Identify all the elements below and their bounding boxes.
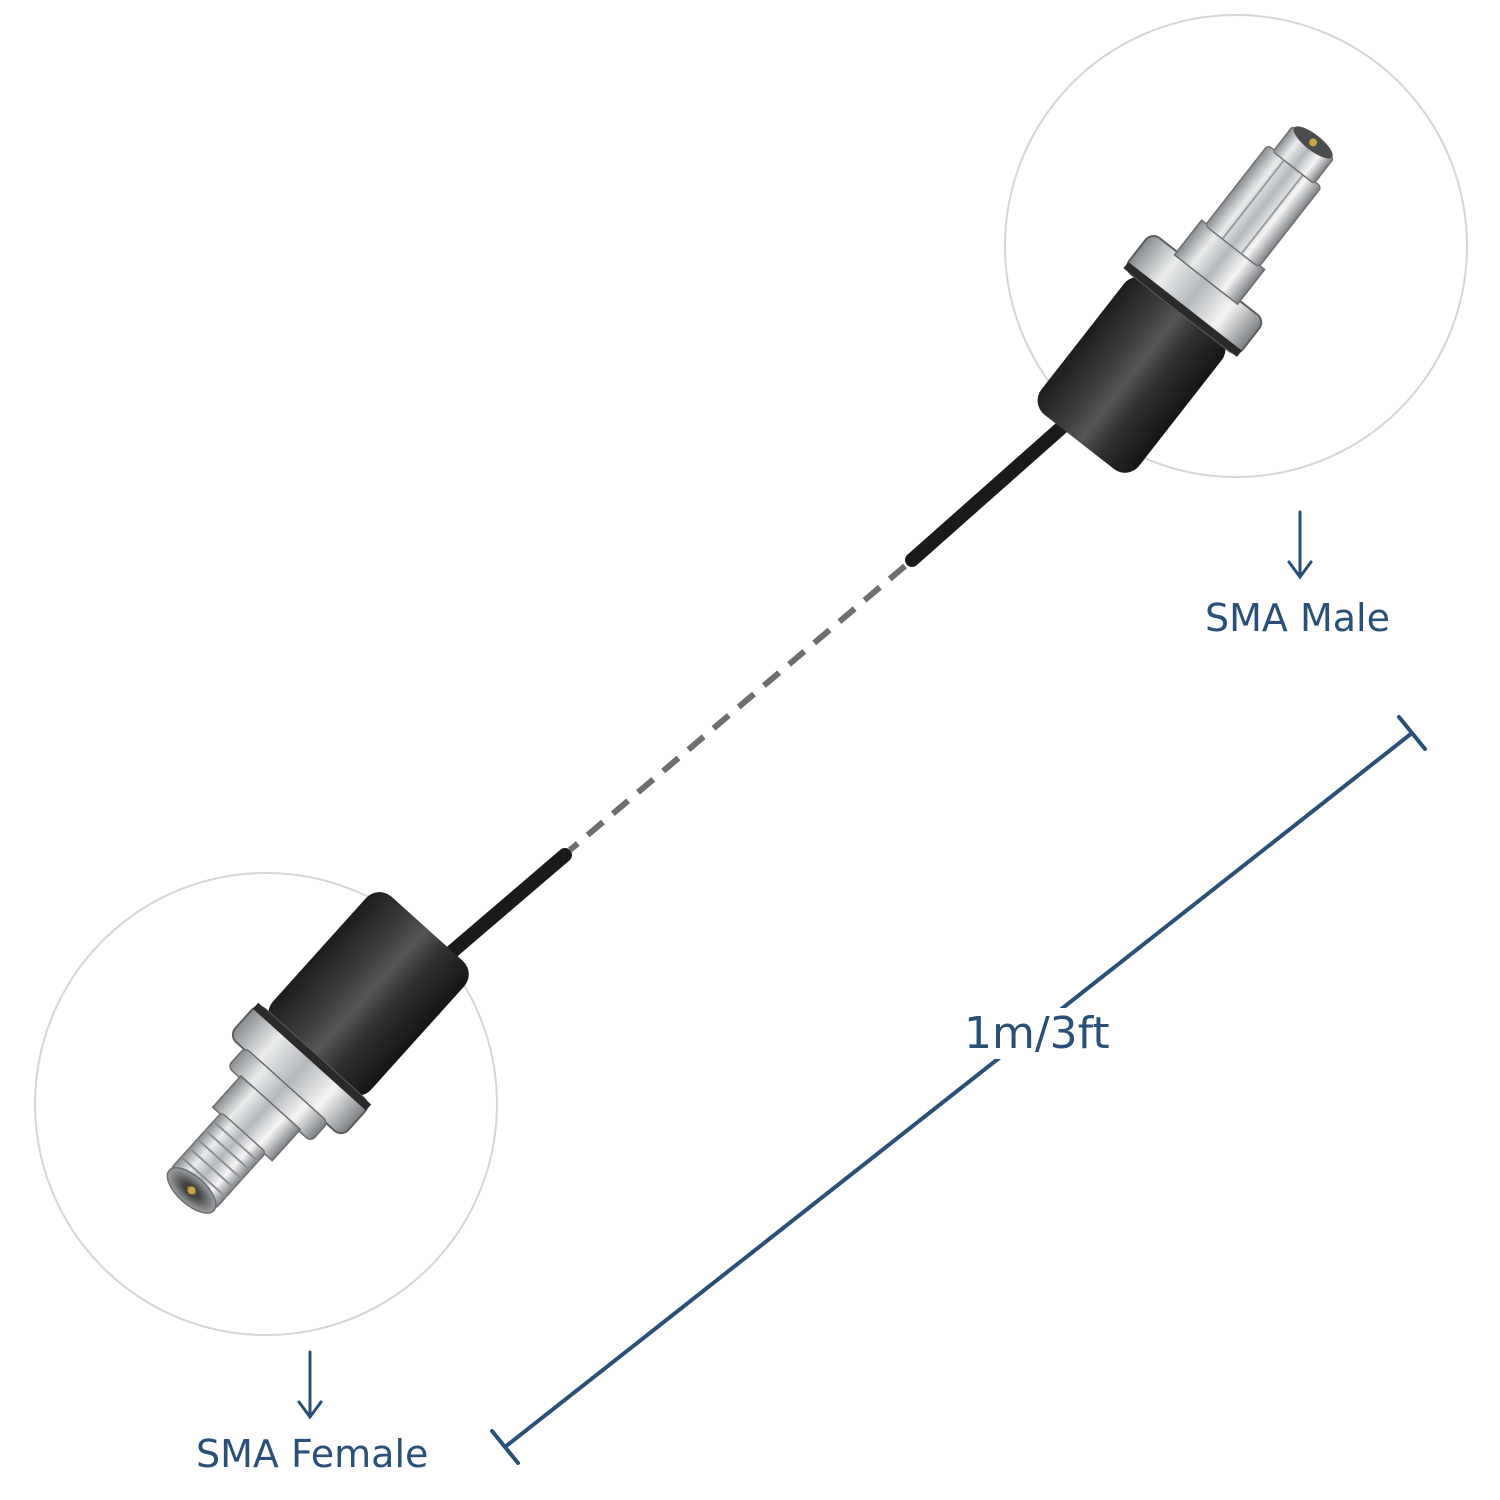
cable-break-dashes <box>568 563 907 853</box>
sma-female-label: SMA Female <box>196 1432 429 1476</box>
down-arrow-icon <box>1287 510 1313 580</box>
sma-male-label: SMA Male <box>1205 596 1390 640</box>
cable-length-label: 1m/3ft <box>958 1008 1116 1059</box>
dimension-line-icon <box>490 715 1427 1465</box>
sma-male-closeup <box>1004 14 1468 478</box>
down-arrow-icon <box>297 1350 323 1420</box>
sma-female-closeup <box>34 872 498 1336</box>
cable <box>433 413 1077 969</box>
